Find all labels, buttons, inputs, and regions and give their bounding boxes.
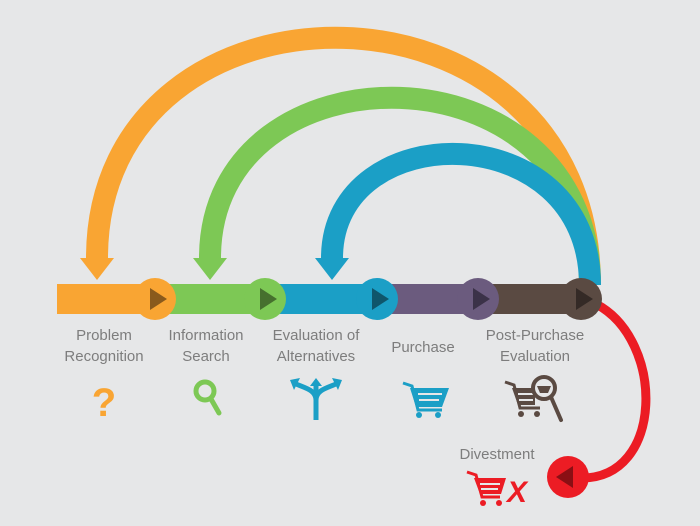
shopping-cart-icon bbox=[402, 381, 449, 418]
feedback-arc-orange bbox=[86, 26, 601, 286]
label-line: Search bbox=[182, 348, 230, 365]
arrowhead-blue bbox=[315, 258, 349, 280]
cart-x-icon: X bbox=[466, 470, 529, 509]
question-mark-icon: ? bbox=[92, 381, 116, 425]
label-line: Recognition bbox=[64, 348, 144, 365]
label-line: Post-Purchase bbox=[485, 327, 585, 344]
label-line: Alternatives bbox=[276, 348, 356, 365]
stage-label-purchase: Purchase bbox=[391, 337, 454, 358]
arrowhead-orange bbox=[80, 258, 114, 280]
divestment-label: Divestment bbox=[459, 446, 535, 463]
stage-nodes bbox=[134, 278, 602, 498]
magnifier-icon bbox=[193, 379, 222, 416]
cart-magnifier-icon bbox=[504, 375, 563, 422]
divestment-path bbox=[579, 300, 651, 483]
label-line: Information bbox=[168, 327, 244, 344]
label-line: Problem bbox=[76, 327, 132, 344]
feedback-arc-blue bbox=[321, 143, 601, 286]
label-line: Evaluation bbox=[499, 348, 571, 365]
branching-arrows-icon bbox=[290, 378, 342, 420]
stage-label-evaluation-of-alternatives: Evaluation of Alternatives bbox=[273, 325, 360, 367]
svg-text:X: X bbox=[505, 476, 529, 509]
label-line: Evaluation of bbox=[272, 327, 360, 344]
arrowhead-green bbox=[193, 258, 227, 280]
label-line: Purchase bbox=[391, 339, 455, 356]
